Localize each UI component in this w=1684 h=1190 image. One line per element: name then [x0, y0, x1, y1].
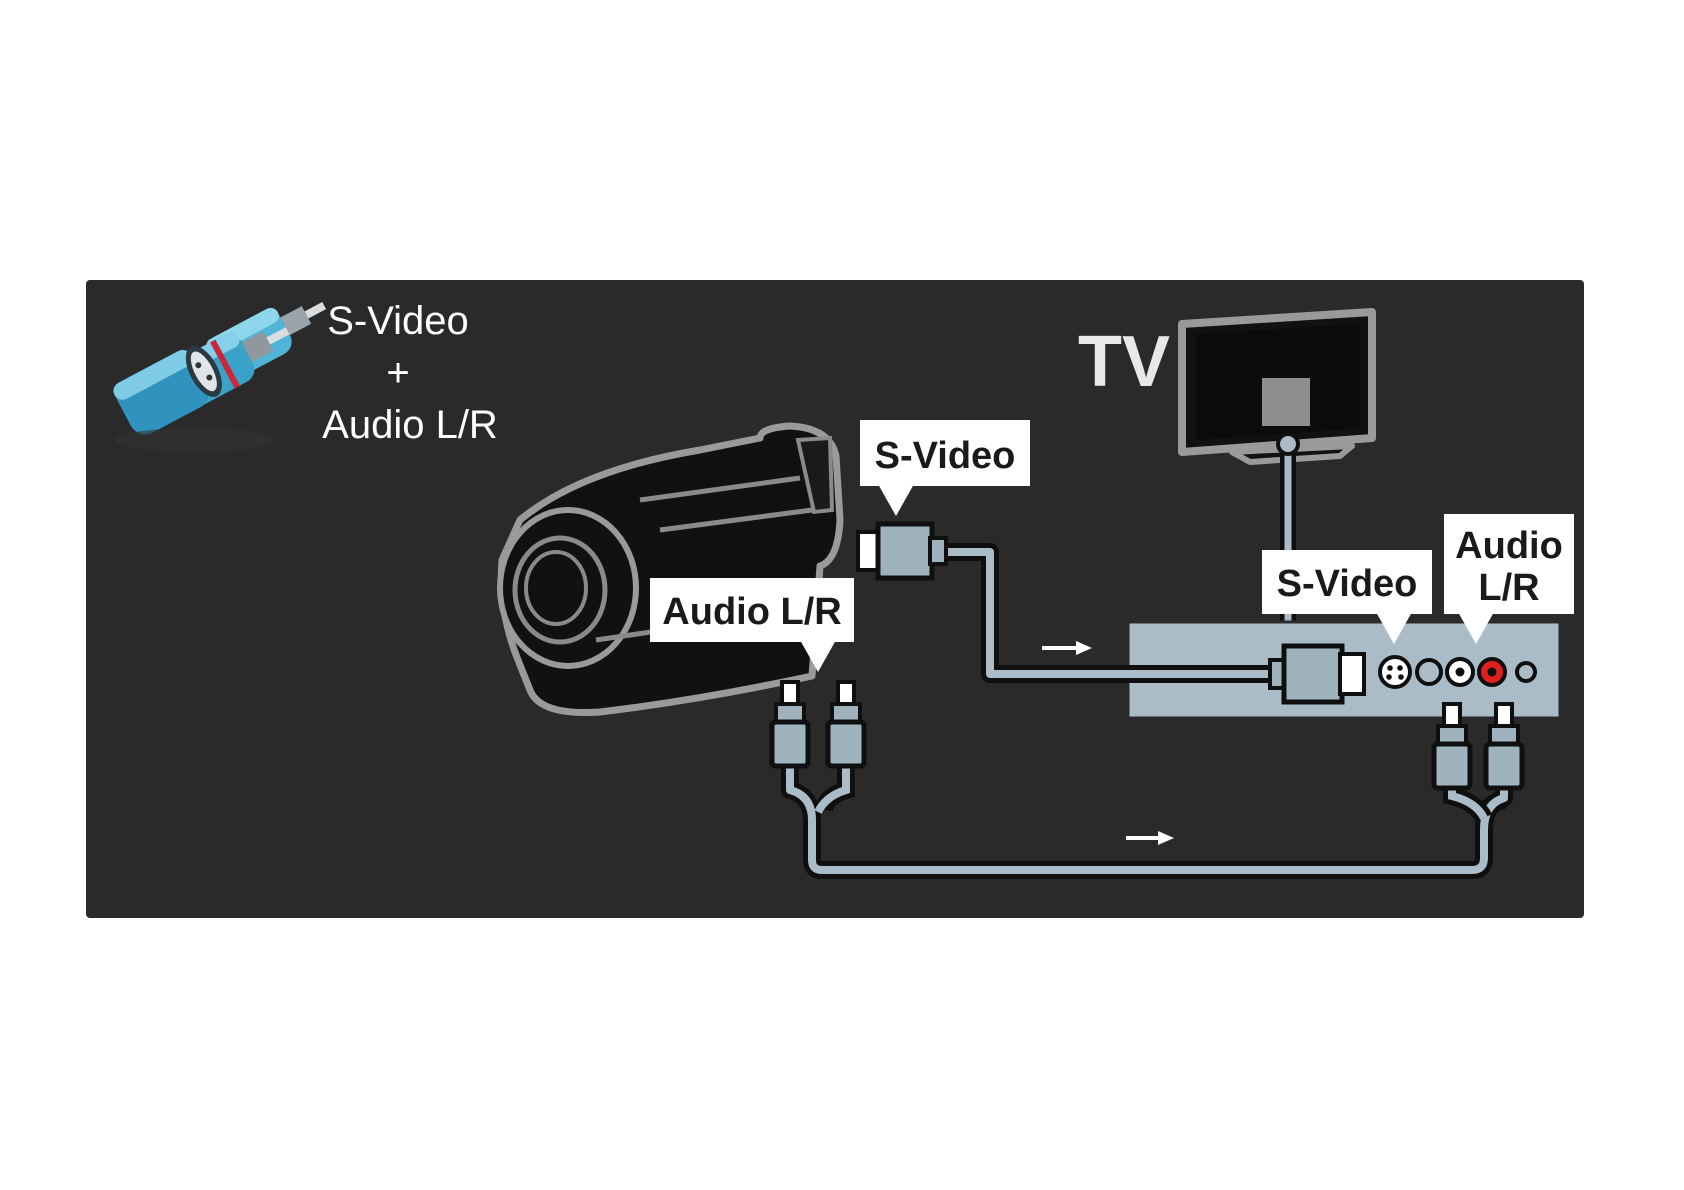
svideo-plug-tv — [1270, 646, 1364, 702]
callout-tv-svideo-text: S-Video — [1277, 563, 1418, 605]
callout-tv-audio-line2: L/R — [1478, 567, 1539, 609]
svideo-plug-camera — [858, 524, 946, 578]
connector-title-line1: S-Video — [327, 299, 469, 343]
connector-title-plus: + — [386, 351, 409, 395]
callout-camera-audio-text: Audio L/R — [662, 591, 841, 633]
video-port — [1417, 660, 1441, 684]
callout-tv-audio-line1: Audio — [1455, 525, 1563, 567]
audio-right-port — [1479, 659, 1505, 685]
headphone-port — [1517, 663, 1535, 681]
callout-camera-svideo-text: S-Video — [875, 435, 1016, 477]
tv-label: TV — [1078, 322, 1170, 402]
svideo-port — [1380, 657, 1410, 687]
audio-left-port — [1447, 659, 1473, 685]
connector-title-line2: Audio L/R — [322, 403, 498, 447]
